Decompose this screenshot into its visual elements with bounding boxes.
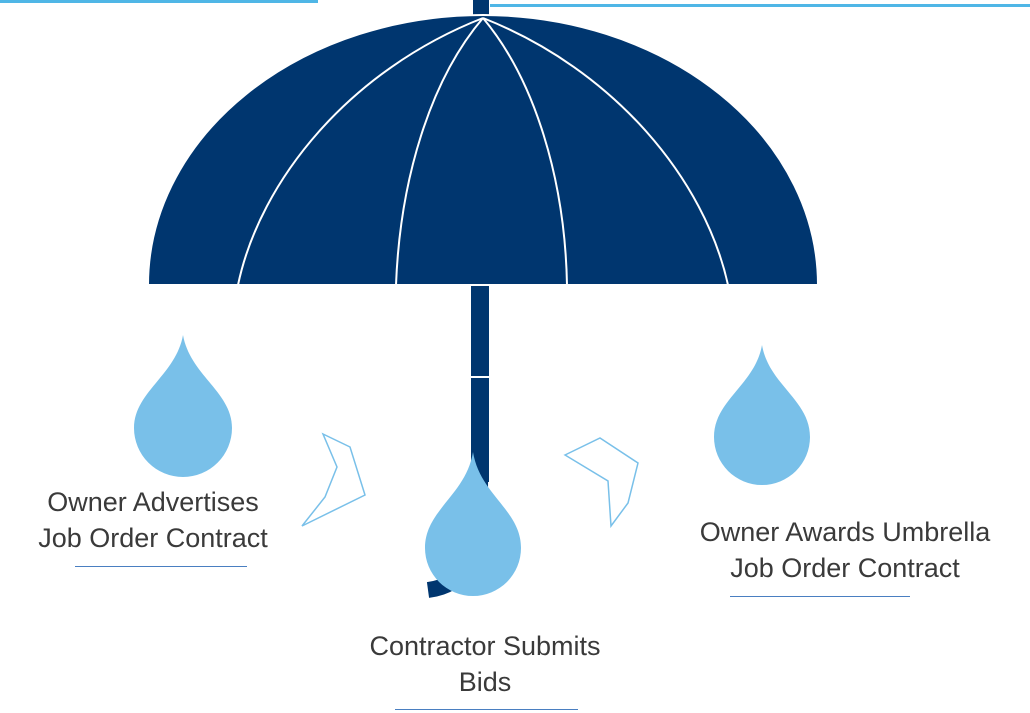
raindrop-icon <box>425 452 521 596</box>
top-rule-right <box>490 4 1030 7</box>
step-advertise-underline <box>75 566 247 567</box>
step-award-line2: Job Order Contract <box>730 553 960 583</box>
top-rule-left <box>0 0 318 3</box>
raindrop-icon <box>134 335 232 477</box>
step-award-line1: Owner Awards Umbrella <box>699 517 991 547</box>
step-bids-line2: Bids <box>458 667 512 697</box>
umbrella-ribs <box>237 17 729 286</box>
umbrella-shaft <box>471 286 489 482</box>
raindrop-icon <box>714 345 810 485</box>
umbrella-canopy <box>146 14 820 286</box>
chevron-arrow-icon <box>563 437 639 529</box>
step-label-bids: Contractor Submits Bids <box>305 628 665 700</box>
step-label-award: Owner Awards Umbrella Job Order Contract <box>660 514 1030 586</box>
step-award-underline <box>730 596 910 597</box>
umbrella-tip <box>473 0 489 18</box>
step-label-advertise: Owner Advertises Job Order Contract <box>8 484 298 556</box>
step-advertise-line2: Job Order Contract <box>38 523 268 553</box>
step-bids-line1: Contractor Submits <box>369 631 601 661</box>
chevron-arrow-icon <box>301 432 366 527</box>
step-advertise-line1: Owner Advertises <box>47 487 259 517</box>
step-bids-underline <box>395 709 578 710</box>
